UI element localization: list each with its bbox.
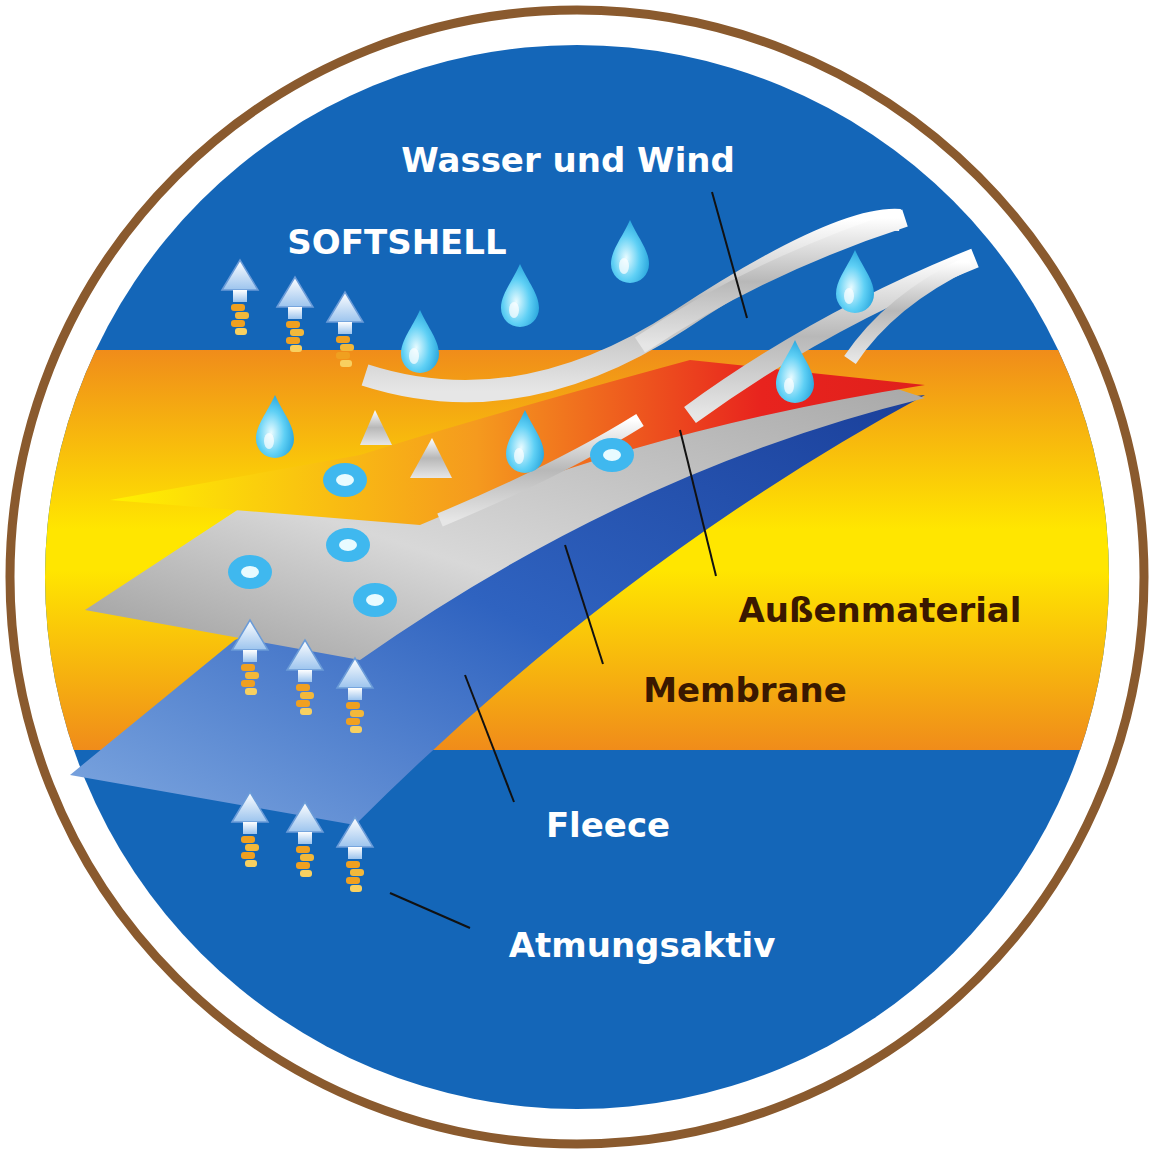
layer-label: Fleece bbox=[546, 805, 670, 845]
wind-cone bbox=[410, 438, 452, 478]
leader-lines bbox=[390, 192, 747, 928]
wind-cone bbox=[360, 410, 392, 445]
diagram-title: SOFTSHELL bbox=[287, 222, 506, 262]
water-drops bbox=[256, 220, 874, 473]
vapour-dots bbox=[228, 438, 634, 617]
wind-swooshes bbox=[365, 218, 975, 520]
layer-label: Membrane bbox=[643, 670, 847, 710]
breathable-label: Atmungsaktiv bbox=[509, 925, 776, 965]
breathable-arrows bbox=[222, 260, 373, 892]
layer-label: Außenmaterial bbox=[739, 590, 1022, 630]
wind-water-label: Wasser und Wind bbox=[401, 140, 735, 180]
